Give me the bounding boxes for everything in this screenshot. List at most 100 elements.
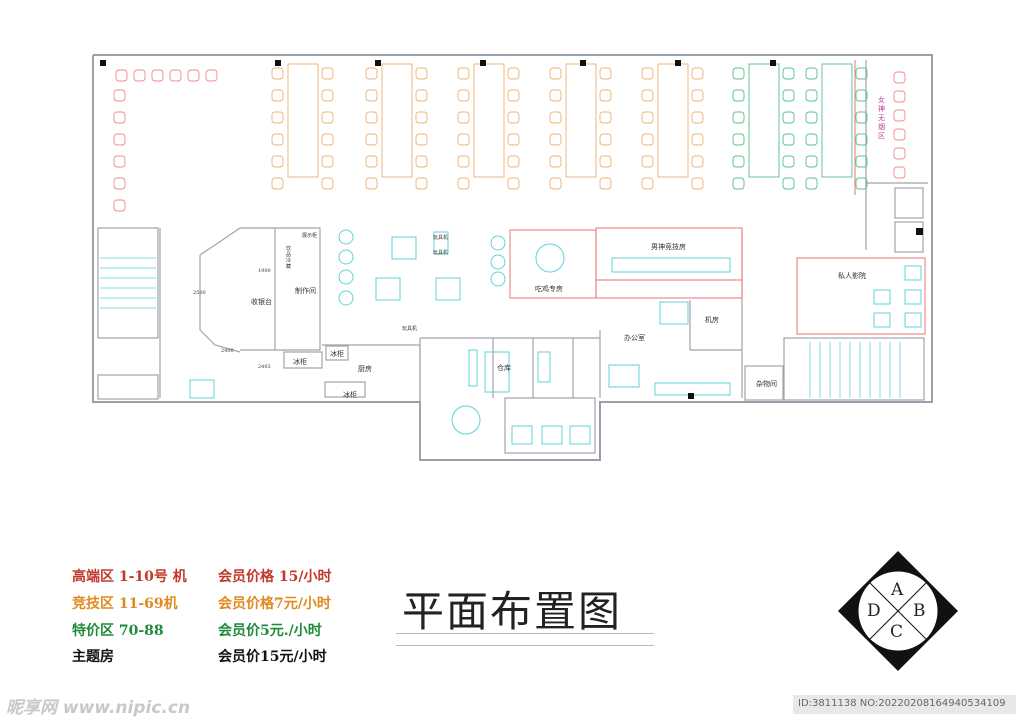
pc-seat xyxy=(599,111,612,124)
label-dim-4: 2403 xyxy=(258,364,271,370)
pc-seat xyxy=(641,133,654,146)
label-toy-c: 玩具机 xyxy=(402,326,418,332)
legend-price: 会员价格 15/小时 xyxy=(218,569,332,585)
label-small-2: 饮品冷藏 xyxy=(286,246,292,270)
pc-seat xyxy=(365,67,378,80)
pc-seat xyxy=(415,89,428,102)
pc-seat xyxy=(855,155,868,168)
pc-seat-rows xyxy=(113,63,906,212)
pc-seat xyxy=(457,133,470,146)
pc-seat xyxy=(691,67,704,80)
pc-seat xyxy=(599,177,612,190)
pc-seat xyxy=(507,89,520,102)
pc-seat xyxy=(805,111,818,124)
pc-seat xyxy=(113,89,126,102)
pc-seat xyxy=(732,177,745,190)
label-small-1: 展示柜 xyxy=(302,233,318,239)
pc-seat xyxy=(782,155,795,168)
label-fridge-a: 冰柜 xyxy=(293,358,307,366)
pc-seat xyxy=(321,89,334,102)
label-kitchen: 厨房 xyxy=(358,365,372,373)
compass-b: B xyxy=(913,601,926,621)
pc-seat xyxy=(782,177,795,190)
pc-seat xyxy=(271,177,284,190)
pc-seat xyxy=(732,111,745,124)
pc-seat xyxy=(782,89,795,102)
pc-desk xyxy=(381,63,413,178)
compass-a: A xyxy=(891,580,904,600)
pc-seat xyxy=(893,71,906,84)
pc-desk xyxy=(821,63,853,178)
label-storage: 杂物间 xyxy=(756,380,777,388)
pc-seat xyxy=(691,133,704,146)
pc-seat xyxy=(457,111,470,124)
pc-seat xyxy=(805,133,818,146)
pc-seat xyxy=(782,111,795,124)
pc-seat xyxy=(321,155,334,168)
pc-seat xyxy=(113,199,126,212)
pc-seat xyxy=(805,155,818,168)
pc-seat xyxy=(691,89,704,102)
pc-seat xyxy=(855,133,868,146)
pc-seat xyxy=(365,133,378,146)
pc-seat xyxy=(805,67,818,80)
pc-desk xyxy=(287,63,319,178)
pc-seat xyxy=(549,133,562,146)
pc-seat xyxy=(321,177,334,190)
pc-seat xyxy=(732,133,745,146)
pc-seat xyxy=(169,69,182,82)
stairs-right xyxy=(809,342,901,398)
label-production: 制作间 xyxy=(295,287,316,295)
pc-seat xyxy=(641,89,654,102)
legend-price: 会员价格7元/小时 xyxy=(218,596,331,612)
pc-seat xyxy=(271,89,284,102)
legend-zone: 特价区 70-88 xyxy=(72,623,164,639)
pc-seat xyxy=(365,177,378,190)
pc-seat xyxy=(805,177,818,190)
pc-seat xyxy=(271,111,284,124)
pc-seat xyxy=(549,155,562,168)
pc-seat xyxy=(549,177,562,190)
pc-seat xyxy=(507,155,520,168)
stairs-left xyxy=(100,257,156,309)
compass-c: C xyxy=(890,622,904,642)
inner-walls xyxy=(97,60,928,460)
pc-seat xyxy=(855,89,868,102)
pc-seat xyxy=(507,111,520,124)
label-office: 办公室 xyxy=(624,334,645,342)
pc-seat xyxy=(115,69,128,82)
pc-seat xyxy=(732,155,745,168)
label-dim-1: 2500 xyxy=(193,290,206,296)
pc-desk xyxy=(565,63,597,178)
label-cashier: 收银台 xyxy=(251,298,272,306)
pc-seat xyxy=(113,155,126,168)
legend-zone: 竞技区 11-69机 xyxy=(72,596,178,612)
label-fridge-b: 冰柜 xyxy=(330,350,344,358)
pc-seat xyxy=(691,155,704,168)
pc-seat xyxy=(549,89,562,102)
pc-seat xyxy=(507,133,520,146)
pc-seat xyxy=(151,69,164,82)
page-title: 平面布置图 xyxy=(402,587,623,636)
pc-seat xyxy=(732,89,745,102)
legend-row-competitive: 竞技区 11-69机 会员价格7元/小时 xyxy=(72,593,331,613)
pc-seat xyxy=(271,67,284,80)
pc-seat xyxy=(457,155,470,168)
legend-price: 会员价15元/小时 xyxy=(218,649,327,665)
pc-seat xyxy=(321,111,334,124)
room-walls-red xyxy=(509,60,926,335)
pc-seat xyxy=(457,177,470,190)
label-fridge-c: 冰柜 xyxy=(343,391,357,399)
column-markers xyxy=(100,60,923,399)
pc-seat xyxy=(855,177,868,190)
pc-seat xyxy=(507,177,520,190)
label-warehouse: 仓库 xyxy=(497,364,511,372)
label-male-arena: 男神竞技房 xyxy=(651,243,686,251)
pc-seat xyxy=(805,89,818,102)
pc-seat xyxy=(365,111,378,124)
label-server-room: 机房 xyxy=(705,316,719,324)
pc-seat xyxy=(691,177,704,190)
pc-desk xyxy=(657,63,689,178)
pc-seat xyxy=(893,147,906,160)
